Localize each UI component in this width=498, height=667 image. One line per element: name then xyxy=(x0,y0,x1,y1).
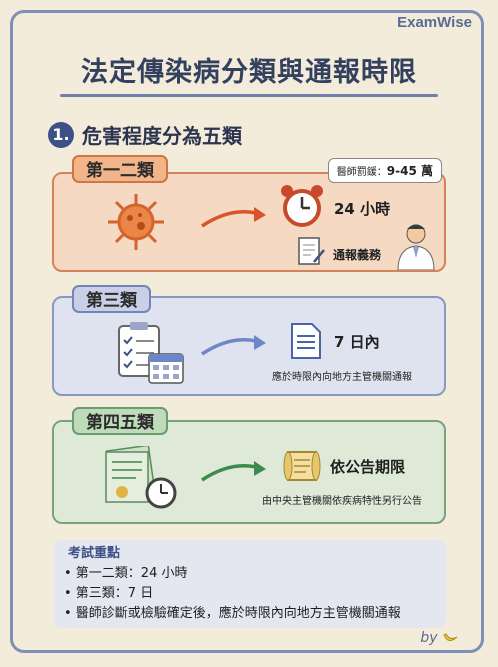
exam-note-item: • 第三類：7 日 xyxy=(64,586,154,601)
fine-label: 醫師罰鍰： xyxy=(336,167,387,178)
page-frame xyxy=(10,10,484,653)
arrow-icon xyxy=(201,461,266,482)
time-limit-7days: 7 日內 xyxy=(334,333,380,351)
calendar-icon xyxy=(148,353,184,384)
category-tag-3: 第四五類 xyxy=(72,407,168,435)
arrow-icon xyxy=(201,335,266,356)
exam-notes-box xyxy=(54,540,446,628)
exam-notes-heading: 考試重點 xyxy=(68,546,121,561)
exam-note-item: • 第一二類：24 小時 xyxy=(64,566,188,581)
title-underline xyxy=(60,94,438,97)
time-limit-announced: 依公告期限 xyxy=(330,458,406,476)
certificate-stack-icon xyxy=(105,446,157,503)
exam-note-item: • 醫師診斷或檢驗確定後，應於時限內向地方主管機關通報 xyxy=(64,606,401,621)
page-title: 法定傳染病分類與通報時限 xyxy=(81,57,417,88)
category-tag-1: 第一二類 xyxy=(72,155,168,183)
banana-icon xyxy=(443,633,458,641)
document-icon xyxy=(291,323,321,359)
alarm-clock-icon xyxy=(281,185,323,227)
clock-icon xyxy=(145,477,177,509)
brand-logo: ExamWise xyxy=(397,14,472,31)
category-3-rule: 應於時限內向地方主管機關通報 xyxy=(272,372,412,383)
category-tag-2: 第三類 xyxy=(72,285,151,313)
reporting-duty-label: 通報義務 xyxy=(333,248,382,262)
time-limit-24h: 24 小時 xyxy=(334,200,391,218)
section-number-badge: 1. xyxy=(48,122,74,148)
fine-badge: 醫師罰鍰：9-45 萬 xyxy=(327,158,442,183)
fine-value: 9-45 萬 xyxy=(386,164,433,178)
section-title: 危害程度分為五類 xyxy=(82,124,242,148)
report-form-icon xyxy=(298,237,325,265)
arrow-icon xyxy=(201,207,266,228)
category-4-5-rule: 由中央主管機關依疾病特性另行公告 xyxy=(262,496,422,507)
doctor-icon xyxy=(397,224,435,270)
scroll-icon xyxy=(283,451,321,481)
signature: by xyxy=(420,630,458,646)
signature-text: by xyxy=(420,630,438,646)
virus-icon xyxy=(108,194,164,250)
